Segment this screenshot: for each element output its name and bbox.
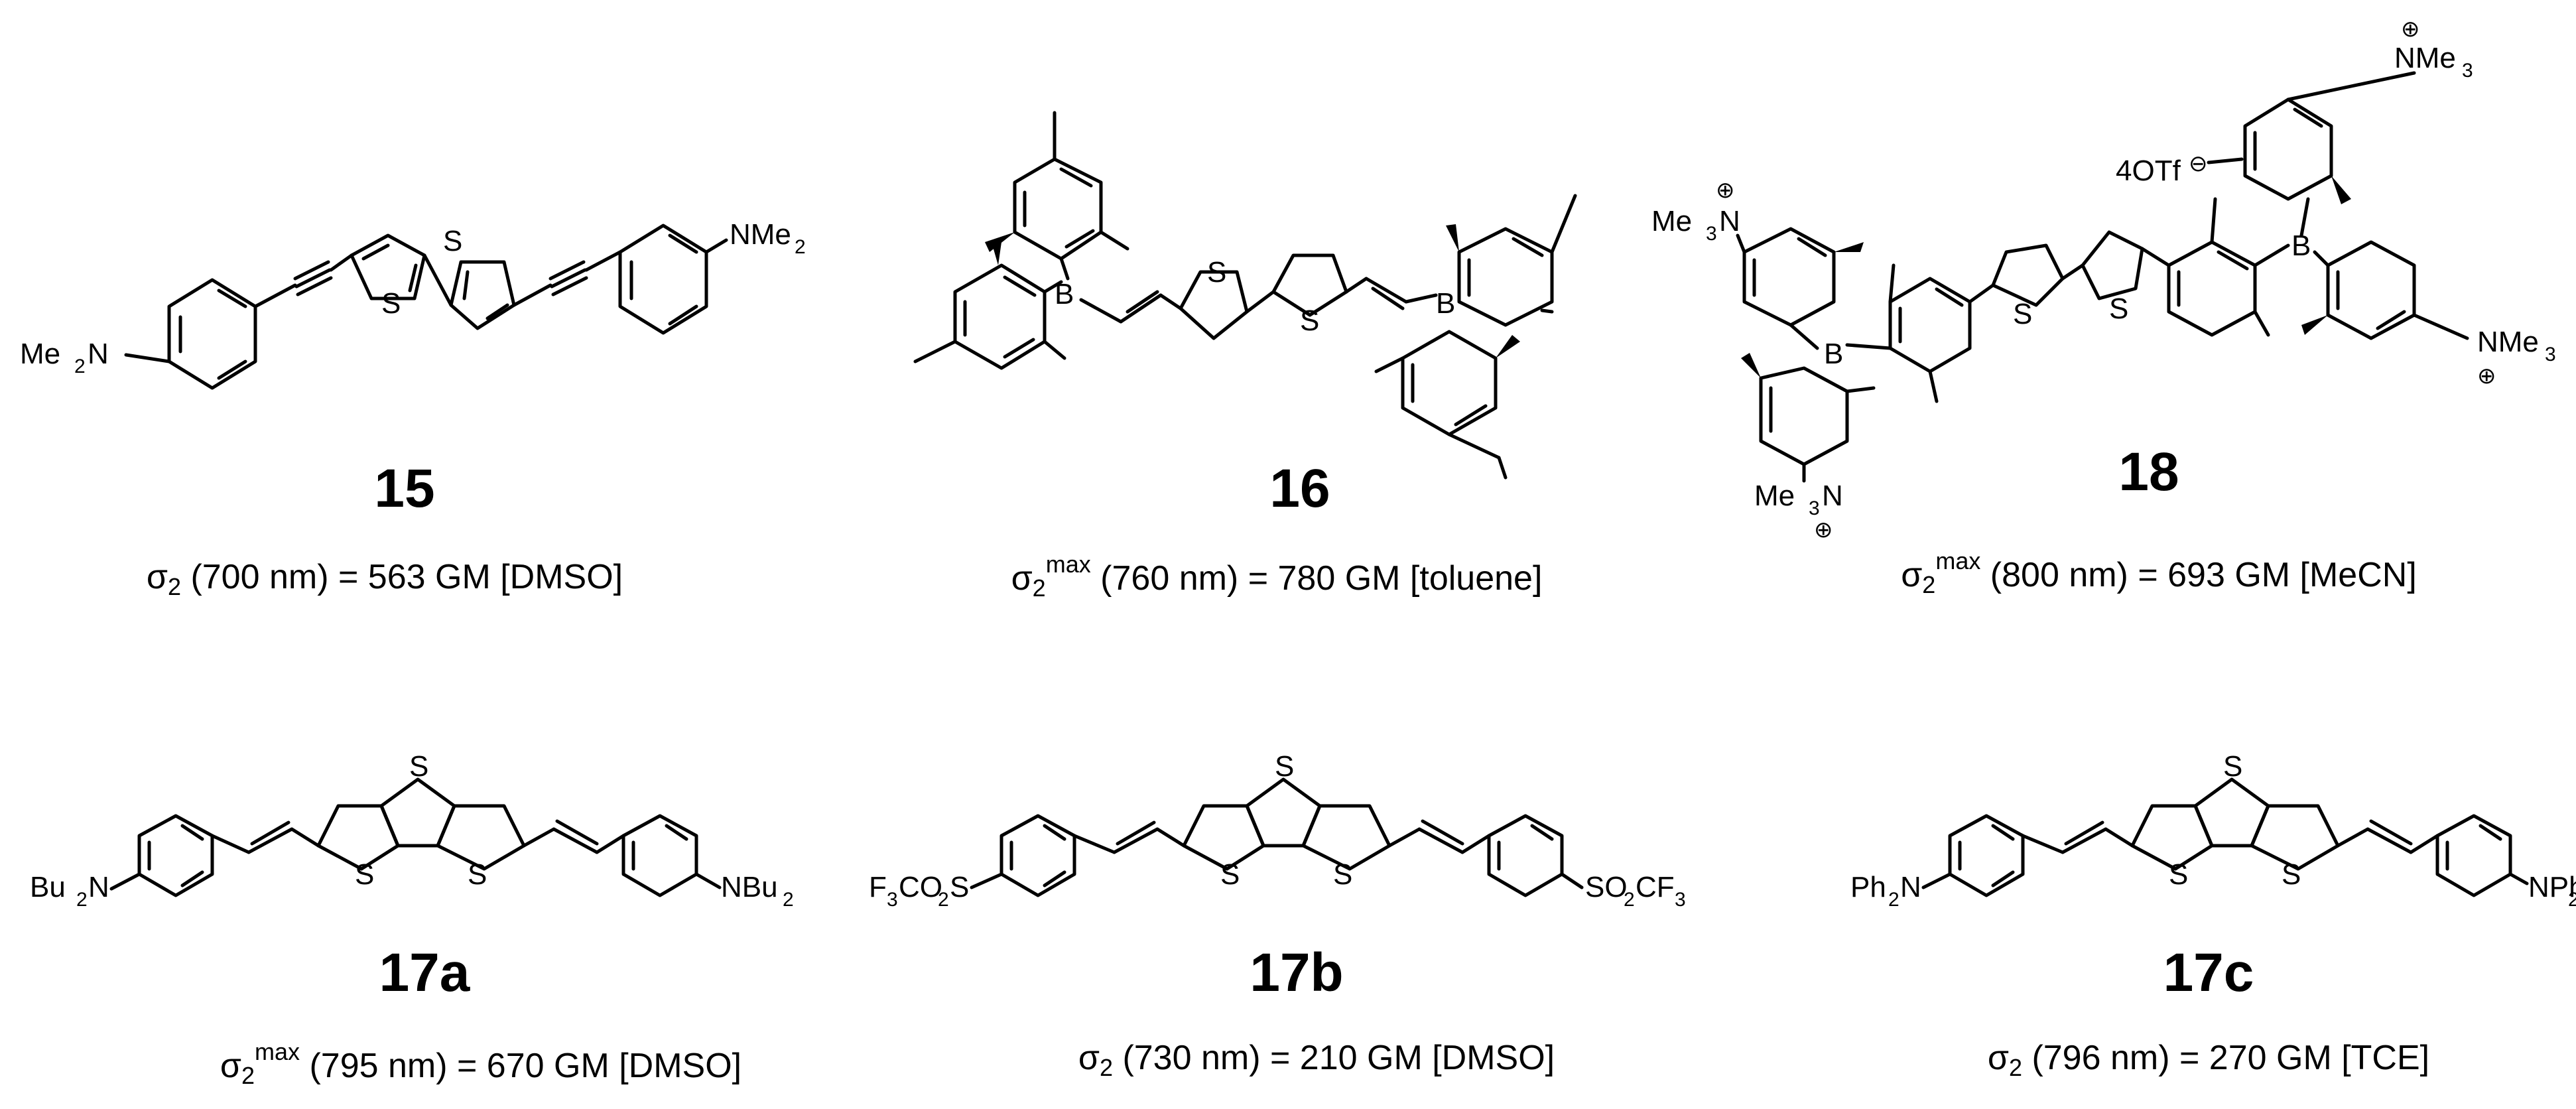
svg-text:N: N — [1719, 205, 1740, 237]
compound-label: 15 — [374, 458, 435, 519]
atom-label: NMe — [730, 218, 791, 251]
svg-text:NPh: NPh — [2528, 871, 2576, 903]
benzene-ring — [618, 224, 708, 335]
sulfur-label: S — [1275, 750, 1294, 783]
structure-16: B S S B — [913, 111, 1577, 480]
benzene-ring — [1888, 277, 1972, 373]
sulfur-label: S — [409, 750, 428, 783]
atom-label: Me — [1754, 480, 1795, 512]
svg-text:3: 3 — [887, 889, 898, 911]
benzene-ring — [1742, 227, 1836, 327]
sulfur-label: S — [2109, 293, 2128, 325]
sulfur-label: S — [355, 858, 374, 891]
sulfur-label: S — [381, 287, 401, 320]
thiophene-ring — [436, 804, 526, 871]
compound-label: 17b — [1250, 943, 1344, 1003]
atom-label: NBu — [721, 871, 778, 903]
thiophene-ring — [350, 233, 426, 300]
svg-text:⊕: ⊕ — [1814, 517, 1833, 543]
benzene-ring — [2243, 98, 2333, 201]
svg-text:N: N — [1900, 871, 1921, 903]
svg-text:N: N — [88, 338, 109, 370]
svg-text:2: 2 — [74, 356, 86, 377]
compound-label: 18 — [2118, 442, 2179, 502]
thiophene-ring — [2250, 804, 2340, 871]
svg-text:2: 2 — [76, 889, 88, 911]
thiophene-ring — [1301, 804, 1391, 871]
svg-text:N: N — [1822, 480, 1843, 512]
atom-label: Me — [1651, 205, 1692, 237]
sulfur-label: S — [2169, 858, 2188, 891]
svg-text:S: S — [950, 871, 969, 903]
caption-18: σ2max (800 nm) = 693 GM [MeCN] — [1901, 547, 2417, 598]
svg-text:⊕: ⊕ — [2477, 363, 2496, 389]
thiophene-ring — [1271, 253, 1348, 317]
caption-16: σ2max (760 nm) = 780 GM [toluene] — [1011, 551, 1543, 602]
sulfur-label: S — [1207, 256, 1226, 289]
svg-text:⊕: ⊕ — [2401, 17, 2420, 42]
benzene-ring — [1759, 366, 1849, 466]
compound-label: 17a — [379, 943, 470, 1003]
caption-17a: σ2max (795 nm) = 670 GM [DMSO] — [220, 1038, 742, 1089]
svg-text:3: 3 — [2462, 60, 2473, 82]
atom-label: Me — [20, 338, 60, 370]
sulfur-label: S — [443, 225, 462, 257]
caption-15: σ2 (700 nm) = 563 GM [DMSO] — [146, 558, 623, 600]
compound-label: 17c — [2163, 943, 2254, 1003]
structure-18: 4OTf 4OTf ⊖ Me 3 N ⊕ B Me 3 N ⊕ S S — [1651, 17, 2556, 543]
structure-17b: F 3 CO 2 S S S S SO 2 CF 3 — [869, 750, 1686, 911]
counterion-label: 4OTf — [2116, 155, 2181, 187]
structure-15: Me 2 N S S NMe 2 — [20, 218, 806, 390]
svg-text:2: 2 — [795, 236, 806, 258]
svg-text:CO: CO — [899, 871, 942, 903]
atom-label: Bu — [30, 871, 66, 903]
benzene-ring — [1013, 157, 1103, 261]
svg-text:N: N — [88, 871, 109, 903]
svg-text:3: 3 — [2545, 344, 2556, 365]
thiophene-ring — [449, 260, 516, 330]
sulfur-label: S — [2282, 858, 2301, 891]
sulfur-label: S — [468, 858, 487, 891]
sulfur-label: S — [2223, 750, 2242, 783]
benzene-ring — [2326, 240, 2416, 340]
boron-label: B — [1436, 287, 1455, 320]
benzene-ring — [2167, 240, 2257, 337]
thiophene-ring — [1991, 243, 2065, 307]
sulfur-label: S — [1220, 858, 1240, 891]
svg-text:2: 2 — [938, 889, 949, 911]
thiophene-ring — [2081, 230, 2144, 300]
svg-text:⊖: ⊖ — [2189, 151, 2208, 176]
sulfur-label: S — [1333, 858, 1352, 891]
boron-label: B — [1824, 338, 1843, 370]
svg-text:CF: CF — [1636, 871, 1675, 903]
svg-text:3: 3 — [1675, 889, 1686, 911]
boron-label: B — [1055, 278, 1074, 310]
atom-label: Ph — [1850, 871, 1886, 903]
atom-label: F — [869, 871, 887, 903]
atom-label: NMe — [2394, 42, 2456, 74]
svg-text:2: 2 — [783, 889, 794, 911]
compound-label: 16 — [1269, 458, 1330, 519]
atom-label: SO — [1585, 871, 1628, 903]
sulfur-label: S — [2013, 298, 2032, 330]
thiophene-ring — [1179, 270, 1249, 340]
benzene-ring — [1401, 330, 1498, 436]
caption-17c: σ2 (796 nm) = 270 GM [TCE] — [1987, 1039, 2430, 1081]
svg-text:3: 3 — [1706, 223, 1717, 245]
sulfur-label: S — [1300, 304, 1319, 337]
benzene-ring — [1457, 227, 1554, 327]
svg-text:⊕: ⊕ — [1716, 178, 1735, 203]
svg-text:2: 2 — [1624, 889, 1635, 911]
svg-text:2: 2 — [2568, 889, 2576, 911]
svg-text:2: 2 — [1888, 889, 1900, 911]
atom-label: NMe — [2477, 326, 2539, 358]
structure-17c: Ph 2 N S S S NPh NPh 2 — [1850, 750, 2576, 911]
benzene-ring — [953, 263, 1047, 370]
svg-text:3: 3 — [1809, 497, 1820, 519]
caption-17b: σ2 (730 nm) = 210 GM [DMSO] — [1078, 1039, 1555, 1081]
structure-17a: Bu 2 N S S S NBu 2 — [30, 750, 794, 911]
